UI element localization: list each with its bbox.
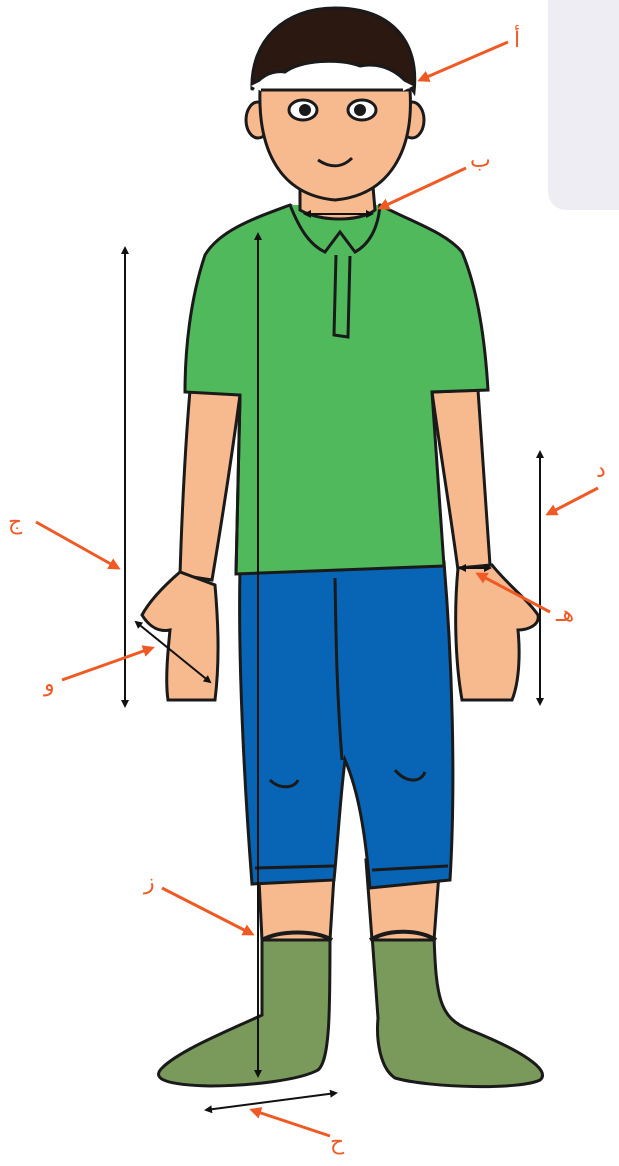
left-sock [159, 935, 330, 1086]
pointer-arrow-a [420, 42, 508, 80]
head [246, 8, 424, 200]
left-arm [142, 390, 240, 700]
blue-shorts [240, 562, 453, 888]
pointer-arrow-f [62, 648, 152, 680]
pointer-arrow-d [548, 488, 598, 514]
label-h: ح [330, 1132, 344, 1154]
right-sock [372, 935, 543, 1087]
label-c: ج [8, 512, 22, 534]
measure-line-h [206, 1093, 336, 1110]
pointer-arrow-h [252, 1110, 330, 1136]
pointer-arrow-c [36, 522, 118, 568]
pointer-arrow-b [380, 168, 466, 208]
label-d: د [596, 460, 606, 482]
label-b: ب [470, 150, 491, 172]
label-a: أ [514, 30, 520, 52]
label-e: هـ [556, 604, 574, 626]
label-f: و [44, 674, 55, 696]
pointer-arrow-g [162, 888, 252, 934]
label-g: ز [144, 872, 155, 894]
green-shirt [185, 205, 488, 574]
